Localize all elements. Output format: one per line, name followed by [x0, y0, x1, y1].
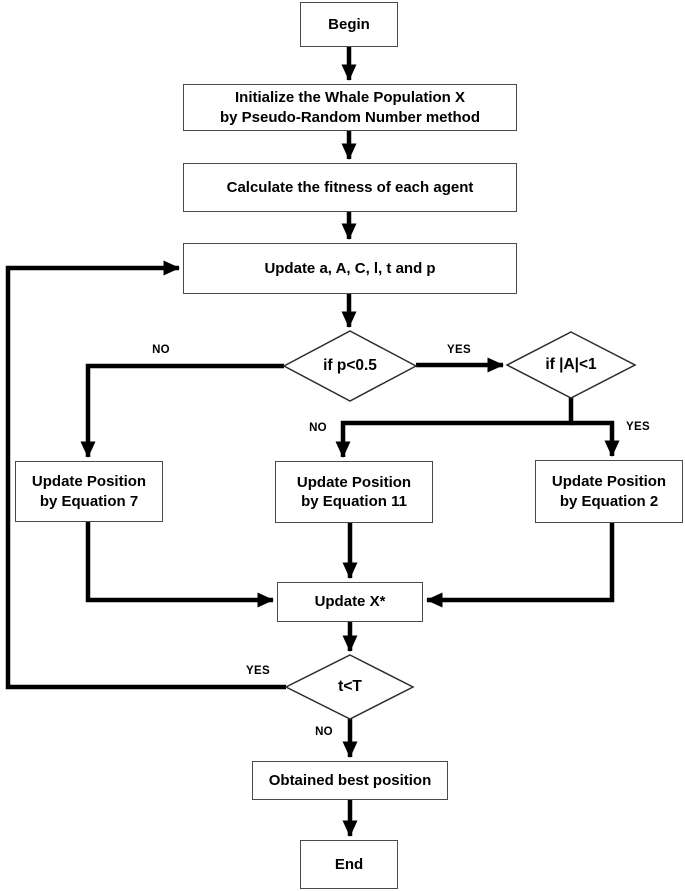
edge-decisiona-no-eq11 [335, 396, 574, 458]
edge-decisiont-yes-loop [5, 260, 286, 690]
edge-label-p-no: NO [152, 344, 170, 356]
node-initialize-label: Initialize the Whale Population X by Pse… [219, 89, 481, 126]
node-update-x: Update X* [277, 582, 423, 622]
edge-eq2-updatex [426, 523, 615, 608]
node-eq2: Update Position by Equation 2 [535, 460, 683, 523]
decision-a-diamond [505, 331, 637, 399]
node-eq7: Update Position by Equation 7 [15, 461, 163, 522]
node-end: End [300, 840, 398, 889]
node-initialize: Initialize the Whale Population X by Pse… [183, 84, 517, 131]
node-begin-label: Begin [328, 15, 370, 33]
node-update-params-label: Update a, A, C, l, t and p [264, 259, 436, 277]
edge-decisionp-no-eq7 [80, 363, 284, 458]
node-update-params: Update a, A, C, l, t and p [183, 243, 517, 294]
diamonds-group [282, 330, 637, 720]
node-fitness: Calculate the fitness of each agent [183, 163, 517, 212]
node-eq11: Update Position by Equation 11 [275, 461, 433, 523]
node-eq2-label: Update Position by Equation 2 [551, 473, 667, 510]
node-fitness-label: Calculate the fitness of each agent [226, 178, 474, 196]
node-obtained: Obtained best position [252, 761, 448, 800]
edge-decisiona-yes-eq2 [571, 420, 620, 457]
edge-eq7-updatex [85, 522, 274, 608]
decision-t-diamond [284, 654, 415, 720]
edge-label-a-no: NO [309, 422, 327, 434]
edge-label-t-no: NO [315, 726, 333, 738]
decision-p-diamond [282, 330, 418, 402]
node-eq11-label: Update Position by Equation 11 [296, 473, 412, 511]
edge-label-a-yes: YES [626, 421, 650, 433]
node-eq7-label: Update Position by Equation 7 [31, 473, 147, 510]
edge-label-t-yes: YES [246, 665, 270, 677]
edges-group [5, 47, 620, 837]
node-obtained-label: Obtained best position [268, 771, 432, 789]
node-end-label: End [334, 855, 364, 873]
edge-label-p-yes: YES [447, 344, 471, 356]
node-update-x-label: Update X* [314, 593, 386, 611]
node-begin: Begin [300, 2, 398, 47]
